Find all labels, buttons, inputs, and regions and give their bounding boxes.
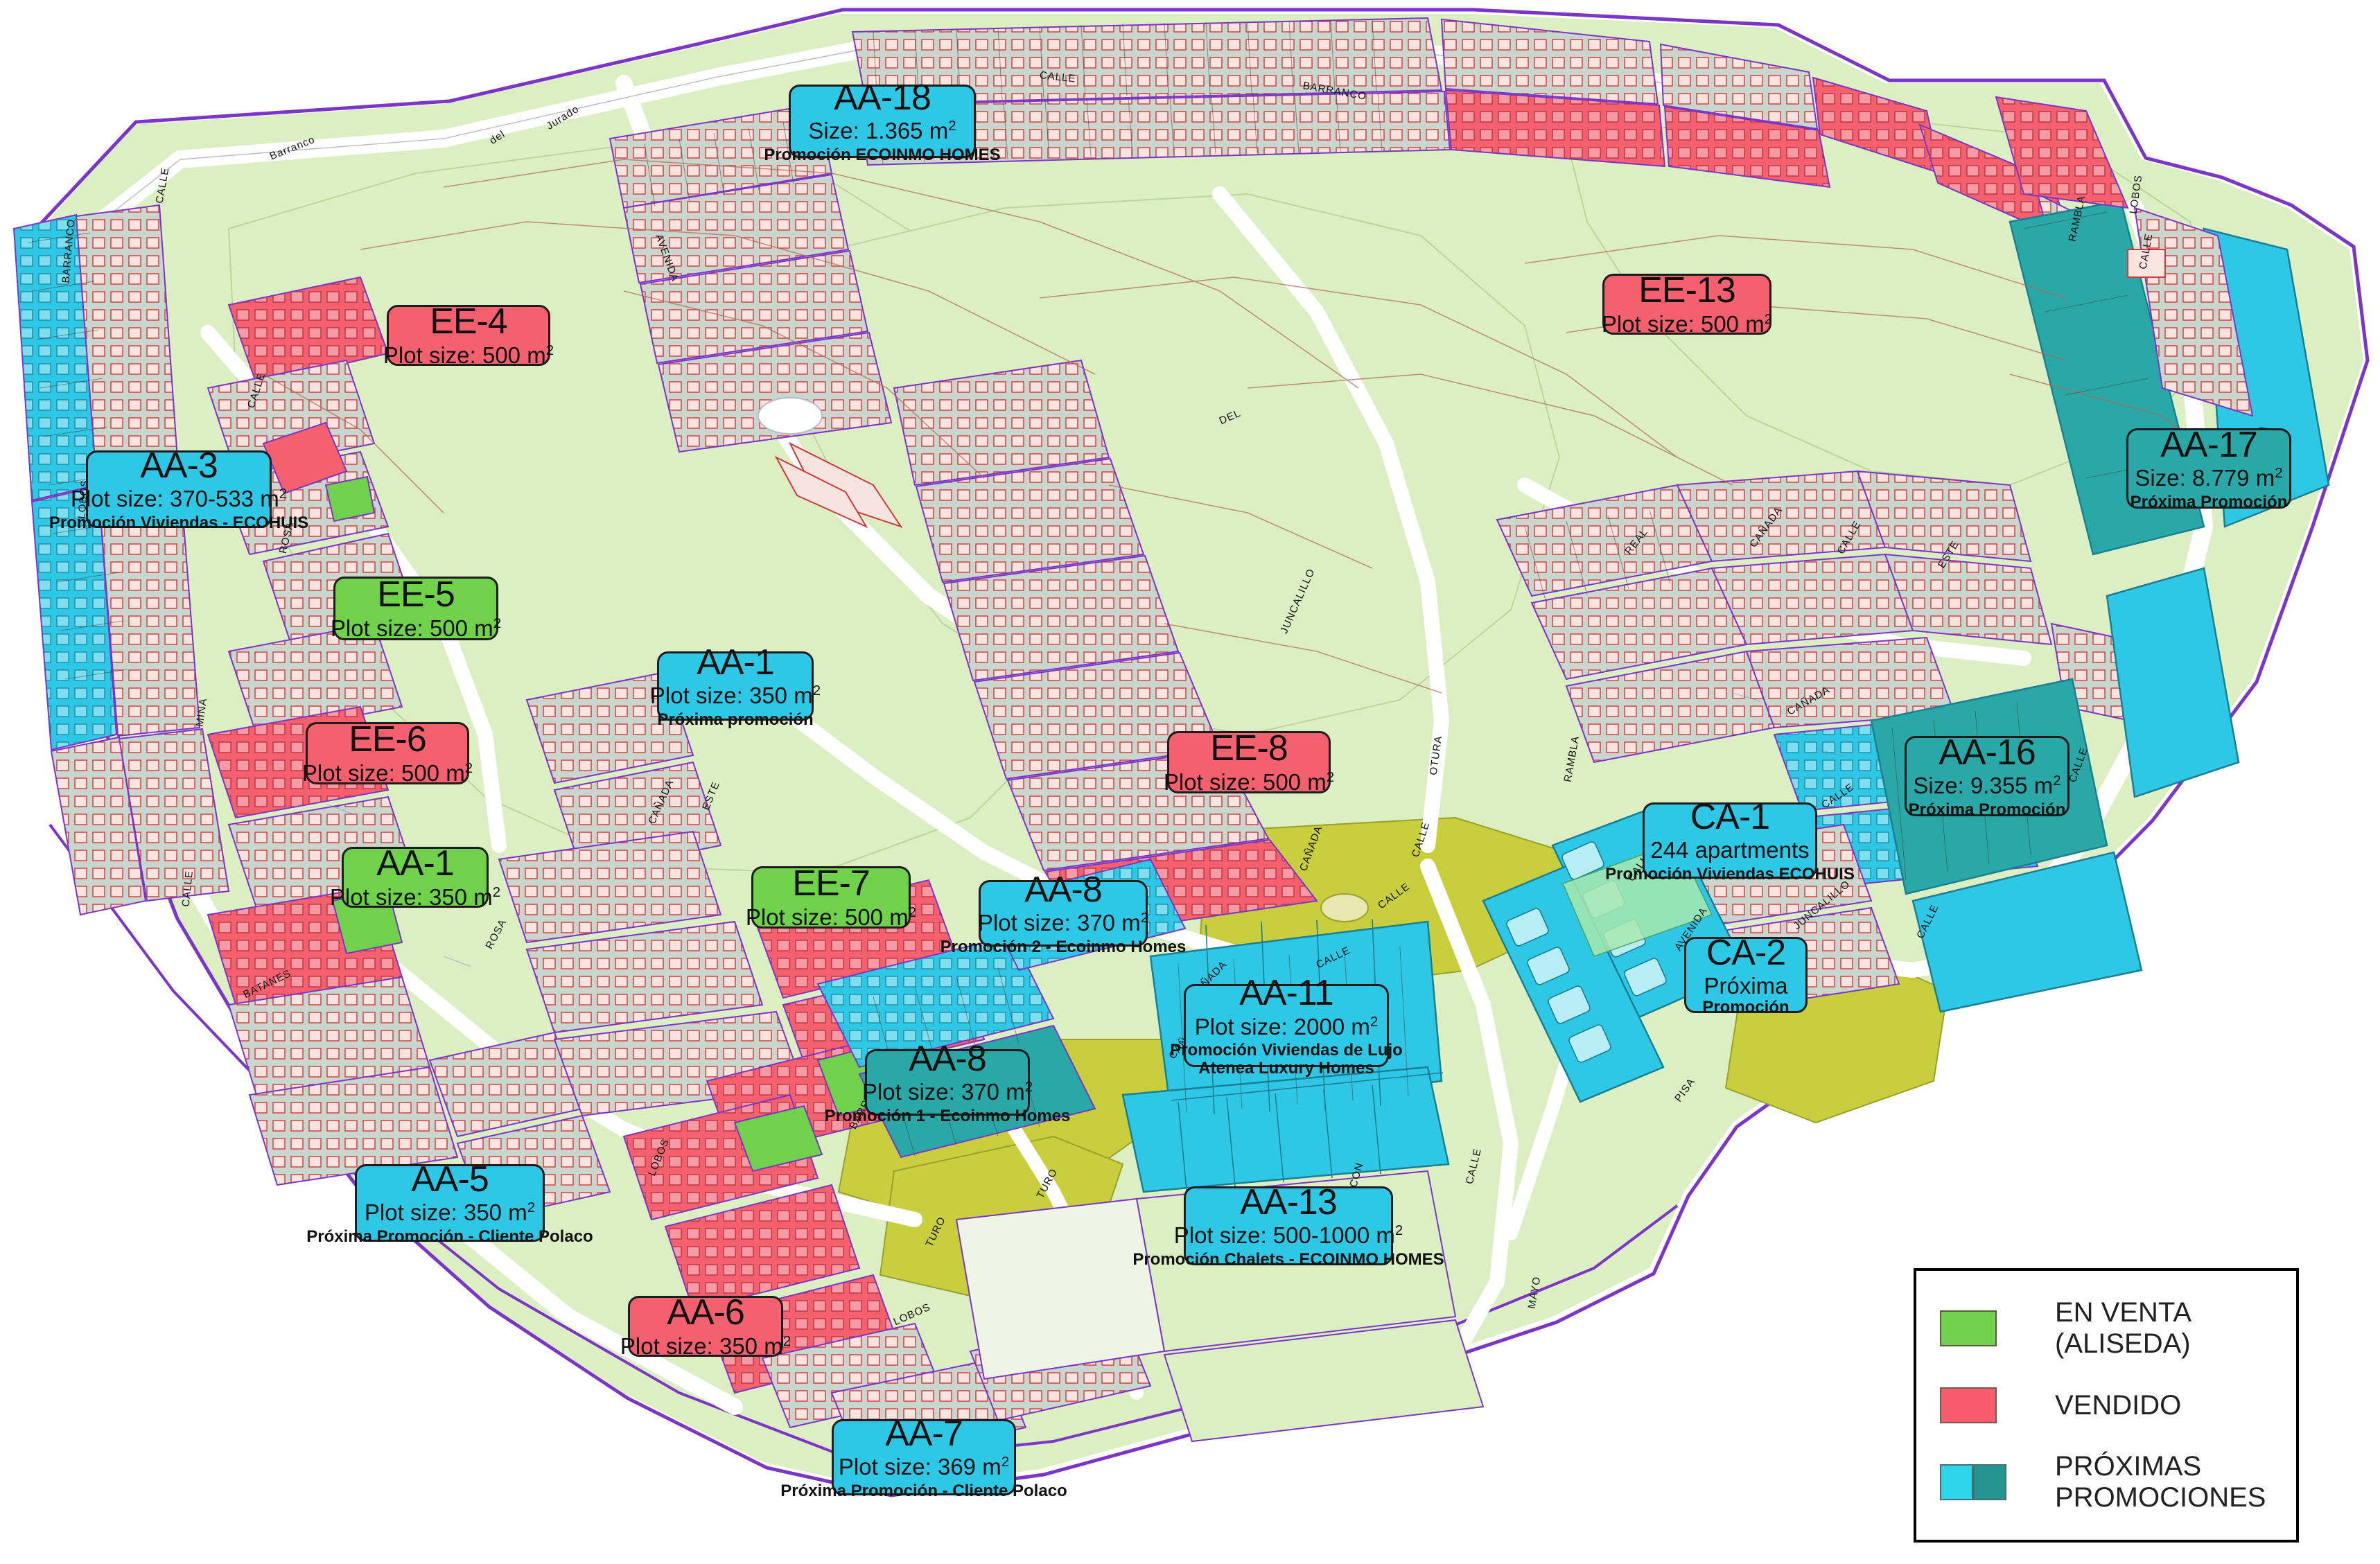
plot-callout-subtitle: Próxima Promoción - Cliente Polaco <box>306 1227 593 1247</box>
legend-swatch-group <box>1940 1310 2044 1347</box>
plot-callout-size: Size: 9.355 m2 <box>1913 773 2061 799</box>
plot-callout-subtitle: Promoción 2 - Ecoinmo Homes <box>940 938 1187 957</box>
plot-callout-title: AA-5 <box>411 1159 489 1200</box>
plot-callout-subtitle-2: Promoción <box>1702 997 1790 1017</box>
plot-callout-title: AA-1 <box>376 843 455 884</box>
plot-callout-size: Plot size: 350 m2 <box>329 884 501 910</box>
plot-callout-subtitle: Próxima Promoción <box>1908 800 2066 820</box>
legend-item-proximas-promociones: PRÓXIMAS PROMOCIONES <box>1940 1451 2296 1513</box>
plot-callout-size: Plot size: 350 m2 <box>620 1333 791 1359</box>
plot-callout-title: AA-6 <box>667 1292 745 1333</box>
plot-callout-title: AA-1 <box>697 642 775 683</box>
plot-callout-size: 244 apartments <box>1650 836 1810 863</box>
plot-callout-subtitle: Promoción Viviendas de Lujo <box>1170 1041 1403 1060</box>
legend-swatch-group <box>1940 1387 2044 1423</box>
plot-callout-size: Size: 8.779 m2 <box>2135 465 2283 491</box>
plot-callout-subtitle: Promoción ECOINMO HOMES <box>764 146 1001 165</box>
plot-callout-subtitle: Promoción 1 - Ecoinmo Homes <box>824 1107 1071 1126</box>
plot-callout-size: Plot size: 500-1000 m2 <box>1173 1222 1403 1249</box>
legend-swatch-red <box>1940 1387 1997 1423</box>
plot-callout-subtitle-2: Atenea Luxury Homes <box>1198 1058 1374 1078</box>
plot-callout-size: Plot size: 350 m2 <box>649 683 821 709</box>
plot-callout-title: AA-16 <box>1939 732 2036 773</box>
plot-callout-title: CA-1 <box>1690 797 1770 838</box>
plot-callout-size: Size: 1.365 m2 <box>808 118 956 144</box>
plot-callout-size: Plot size: 2000 m2 <box>1194 1013 1379 1039</box>
plot-callout-size: Plot size: 500 m2 <box>383 342 554 368</box>
plot-callout-subtitle: Promoción Viviendas - ECOHUIS <box>49 513 309 533</box>
plot-callout-title: CA-2 <box>1706 933 1786 974</box>
plot-callout-size: Próxima <box>1704 972 1788 999</box>
plot-callout-size: Plot size: 500 m2 <box>330 615 502 641</box>
plot-callout-subtitle: Promoción Chalets - ECOINMO HOMES <box>1132 1250 1444 1269</box>
plot-callout-title: AA-8 <box>909 1038 987 1079</box>
plot-callout-size: Plot size: 370 m2 <box>861 1079 1033 1105</box>
legend-label-vendido: VENDIDO <box>2055 1389 2182 1421</box>
plot-callout-title: AA-8 <box>1024 869 1103 910</box>
map-legend: EN VENTA (ALISEDA) VENDIDO PRÓXIMAS PROM… <box>1914 1268 2299 1543</box>
plot-callout-title: AA-13 <box>1240 1181 1338 1222</box>
plot-callout-size: Plot size: 369 m2 <box>838 1454 1010 1480</box>
plot-callout-title: AA-11 <box>1239 973 1334 1014</box>
plot-callout-title: AA-3 <box>140 445 218 486</box>
plot-callout-size: Plot size: 350 m2 <box>364 1200 536 1226</box>
legend-item-vendido: VENDIDO <box>1940 1387 2296 1423</box>
plot-callout-title: EE-13 <box>1638 270 1736 311</box>
plot-callout-size: Plot size: 500 m2 <box>745 904 917 930</box>
plot-callout-size: Plot size: 500 m2 <box>1601 310 1773 337</box>
legend-label-proximas-promociones: PRÓXIMAS PROMOCIONES <box>2055 1451 2266 1513</box>
legend-swatch-teal <box>1973 1464 2006 1500</box>
legend-label-en-venta: EN VENTA (ALISEDA) <box>2055 1297 2191 1360</box>
legend-item-en-venta: EN VENTA (ALISEDA) <box>1940 1297 2296 1360</box>
plot-callout-title: EE-5 <box>377 574 455 615</box>
plot-callout-subtitle: Promoción Viviendas ECOHUIS <box>1605 864 1855 884</box>
plot-callout-size: Plot size: 500 m2 <box>1163 768 1335 795</box>
legend-swatch-green <box>1940 1310 1997 1347</box>
plot-callout-title: EE-7 <box>792 863 870 904</box>
plot-callout-subtitle: Próxima Promoción <box>2130 493 2288 512</box>
legend-swatch-cyan <box>1940 1464 1973 1500</box>
plot-callout-size: Plot size: 370 m2 <box>977 910 1149 936</box>
plot-callout-title: AA-7 <box>885 1413 963 1454</box>
plot-callout-title: EE-6 <box>349 719 427 760</box>
plot-callout-subtitle: Próxima promoción <box>657 710 814 730</box>
legend-swatch-group <box>1940 1464 2044 1500</box>
plot-callout-title: AA-18 <box>834 77 931 118</box>
plot-callout-title: EE-4 <box>430 301 508 342</box>
plot-callout-subtitle: Próxima Promoción - Cliente Polaco <box>780 1482 1067 1501</box>
plot-callout-size: Plot size: 370-533 m2 <box>70 486 288 512</box>
plot-callout-size: Plot size: 500 m2 <box>301 759 473 786</box>
plot-callout-title: EE-8 <box>1210 728 1288 769</box>
plot-callout-title: AA-17 <box>2160 424 2258 465</box>
